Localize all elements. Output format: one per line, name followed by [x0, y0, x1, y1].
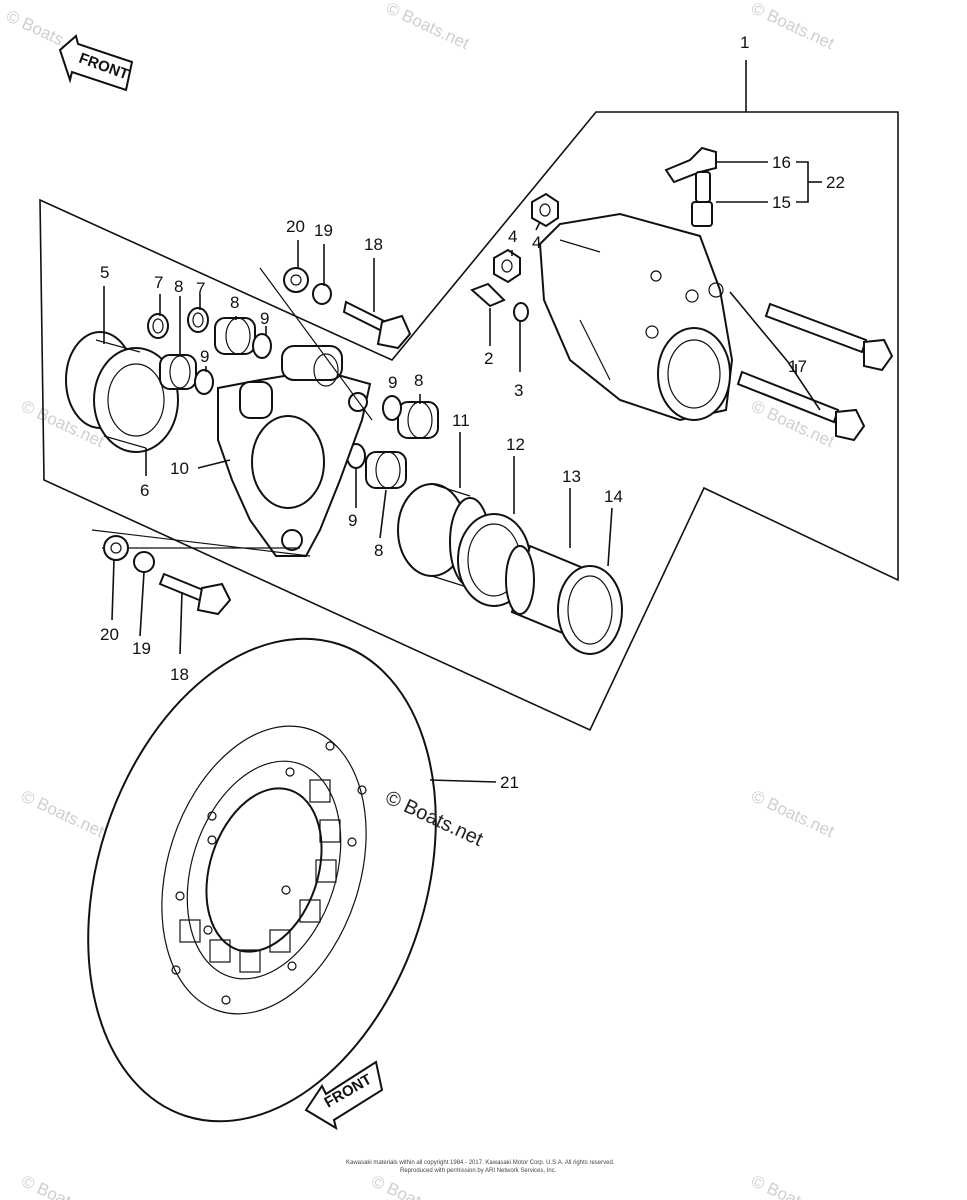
part-label: 8: [230, 293, 239, 312]
part-label: 18: [170, 665, 189, 684]
assembly-outline: [39, 111, 899, 732]
part-label: 21: [500, 773, 519, 792]
watermark-text: © Boats.net: [18, 1171, 107, 1200]
part-label: 3: [514, 381, 523, 400]
part-label: 1: [740, 33, 749, 52]
part-label: 19: [132, 639, 151, 658]
brake-disc: [87, 637, 437, 1123]
watermark-text: © Boats.net: [748, 0, 837, 53]
front-arrow-top: FRONT: [58, 34, 134, 92]
part-label: 20: [100, 625, 119, 644]
seal-7: [147, 307, 209, 339]
part-label: 20: [286, 217, 305, 236]
part-label: 19: [314, 221, 333, 240]
part-label: 14: [604, 487, 623, 506]
disc-vents: [179, 779, 341, 973]
small-hardware: [470, 192, 559, 322]
watermark-text: © Boats.net: [18, 786, 107, 841]
part-label: 8: [414, 371, 423, 390]
part-label: 10: [170, 459, 189, 478]
part-label: 17: [788, 357, 807, 376]
part-labels: 1 2 3 4 4 5 6 7 7 8 8 8 8 9 9 9 9 10 11 …: [100, 33, 845, 792]
part-label: 4: [508, 227, 517, 246]
copyright-line-1: Kawasaki materials within all copyright …: [346, 1160, 615, 1166]
piston-assembly: [397, 483, 623, 655]
leader-lines: [103, 161, 822, 783]
part-label: 9: [200, 347, 209, 366]
part-label: 22: [826, 173, 845, 192]
part-label: 6: [140, 481, 149, 500]
part-label: 5: [100, 263, 109, 282]
part-label: 8: [374, 541, 383, 560]
part-label: 13: [562, 467, 581, 486]
part-label: 18: [364, 235, 383, 254]
part-label: 16: [772, 153, 791, 172]
part-label: 15: [772, 193, 791, 212]
bolt-set-bottom: [103, 535, 232, 616]
caliper-bracket: [91, 267, 373, 557]
watermark-text: © Boats.net: [368, 1171, 457, 1200]
part-label: 2: [484, 349, 493, 368]
copyright-block: Kawasaki materials within all copyright …: [346, 1160, 615, 1174]
caliper-body: [538, 212, 734, 422]
part-label: 7: [196, 279, 205, 298]
watermark-text: © Boats.net: [748, 786, 837, 841]
part-label: 9: [388, 373, 397, 392]
part-label: 7: [154, 273, 163, 292]
bushing-8: [159, 317, 439, 489]
caliper-bolts: [736, 302, 894, 442]
part-label: 4: [532, 233, 541, 252]
watermark-text: © Boats.net: [748, 1171, 837, 1200]
part-label: 9: [348, 511, 357, 530]
copyright-line-2: Reproduced with permission by ARI Networ…: [400, 1168, 557, 1174]
part-label: 9: [260, 309, 269, 328]
caliper-boot: [65, 331, 179, 453]
part-label: 8: [174, 277, 183, 296]
bleeder-valve: [664, 146, 717, 227]
o-ring-9: [194, 333, 402, 469]
watermark-text: © Boats.net: [383, 0, 472, 53]
bolt-set-top: [283, 267, 412, 350]
part-label: 11: [452, 411, 470, 430]
part-label: 12: [506, 435, 525, 454]
disc-bolt-holes: [171, 741, 367, 1005]
